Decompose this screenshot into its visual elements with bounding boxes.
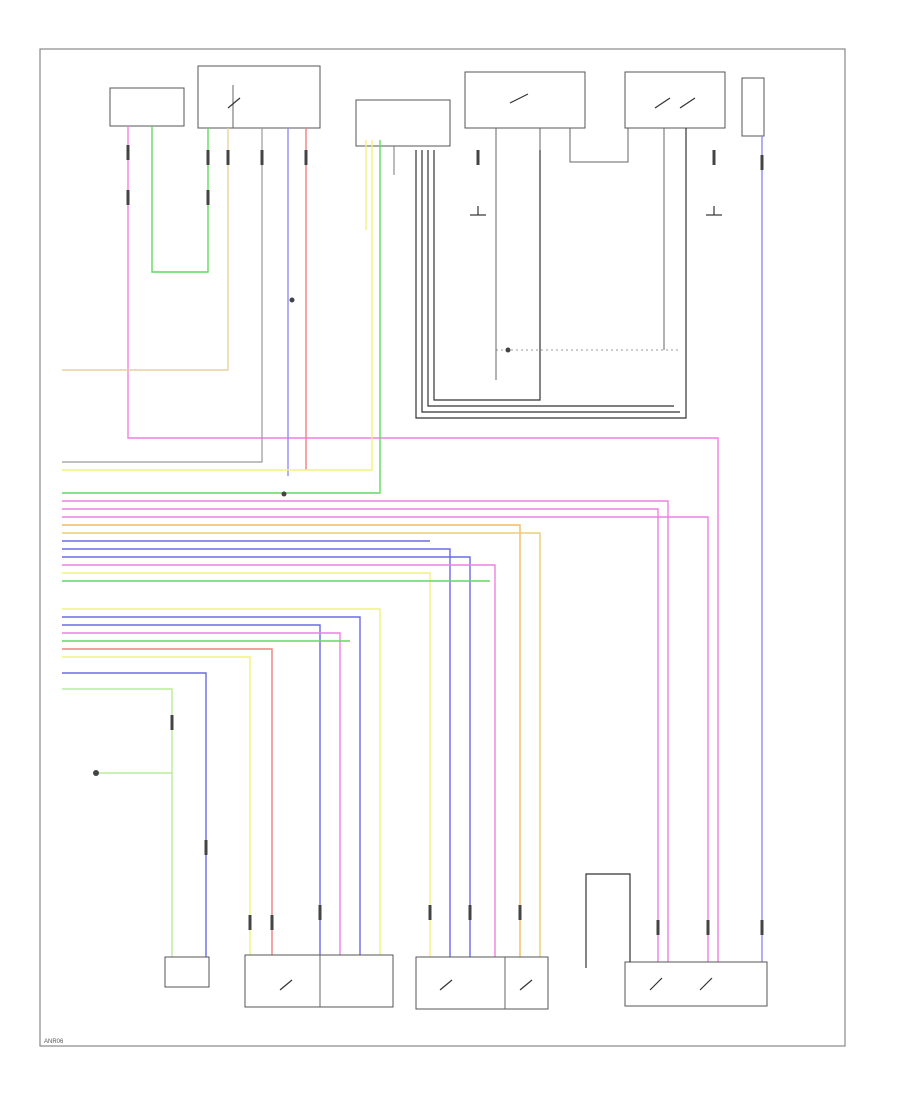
black-wire-bundle: [415, 128, 687, 419]
bus-blue-6: [62, 672, 207, 962]
bus-pink-4: [62, 564, 496, 962]
bus-blue-3: [62, 556, 471, 962]
wire-gray: [62, 128, 263, 463]
component-box-switch-left: [464, 71, 586, 129]
component-box-bottom-switch-1: [244, 954, 394, 1008]
bus-pink-5: [62, 632, 341, 962]
diagram-frame: [39, 48, 846, 1047]
wire-pink-main: [127, 126, 719, 962]
splice-icon: [93, 297, 511, 776]
bus-yellow-2: [62, 608, 381, 962]
bus-blue-5: [62, 624, 321, 962]
bus-pink-3: [62, 516, 709, 962]
wire-tan: [62, 128, 229, 371]
horizontal-bus: [62, 500, 709, 962]
bus-pink-2: [62, 508, 659, 962]
component-box-bottom-sensor: [164, 956, 210, 988]
component-box-bottom-module: [624, 961, 768, 1007]
connector-icon: [126, 145, 764, 935]
switch-icon: [279, 977, 713, 991]
component-box-bottom-switch-2: [415, 956, 549, 1010]
bottom-components: [164, 873, 768, 1010]
ground-icon: [470, 206, 722, 216]
wire-yellow-top: [62, 140, 373, 471]
switch-icon: [227, 93, 696, 109]
bus-yellow-orange: [62, 532, 541, 962]
bus-red: [62, 648, 273, 962]
component-box-fuse: [741, 77, 765, 137]
component-box-top-module: [197, 65, 321, 129]
component-box-top-left: [109, 87, 185, 127]
bus-yellow-3: [62, 656, 251, 962]
bus-blue-2: [62, 548, 451, 962]
component-box-switch-right: [624, 71, 726, 129]
wire-green-top: [62, 140, 381, 494]
top-wires: [62, 126, 763, 962]
component-box-connector: [355, 99, 451, 147]
bus-pink-1: [62, 500, 669, 962]
bus-light-green: [62, 688, 173, 962]
top-components: [109, 65, 765, 419]
bus-blue-4: [62, 616, 361, 962]
bus-orange: [62, 524, 521, 962]
black-wire-bottom-loop: [585, 873, 631, 962]
footer-code: ANR06: [44, 1039, 64, 1045]
wire-green-loop: [151, 126, 209, 273]
bus-yellow: [62, 572, 431, 962]
